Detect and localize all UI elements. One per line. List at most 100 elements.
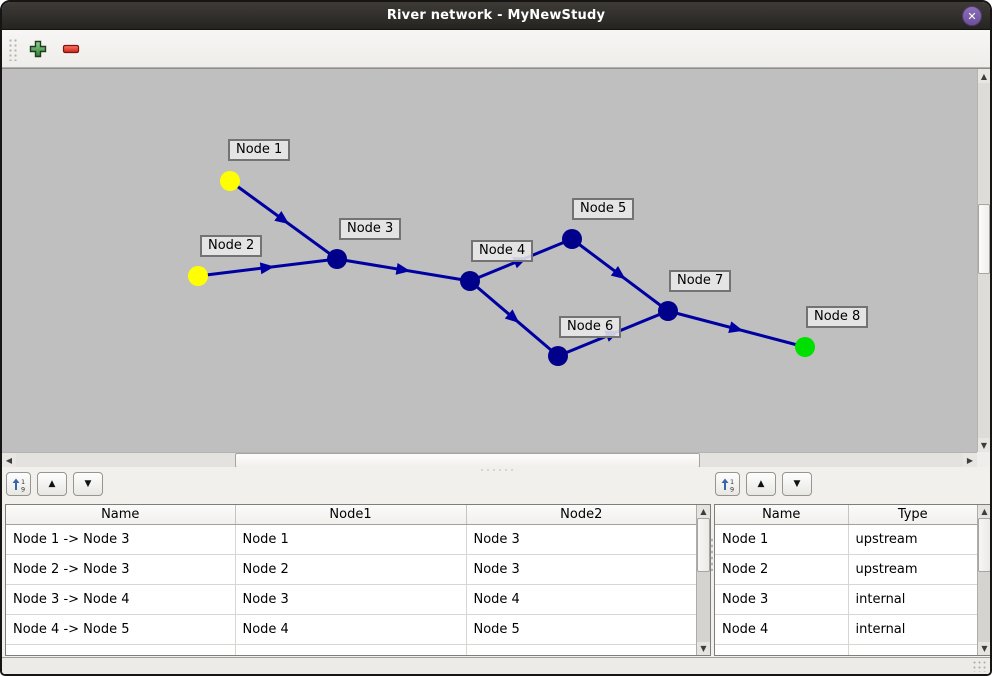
nodes-move-down-button[interactable]: ▼ [782, 472, 812, 496]
graph-node-node-4[interactable] [460, 271, 480, 291]
add-node-button[interactable] [25, 36, 51, 62]
svg-text:9: 9 [21, 485, 25, 492]
canvas-vertical-scrollbar[interactable]: ▲ ▼ [977, 69, 990, 452]
vertical-scroll-thumb[interactable] [978, 204, 990, 274]
node-cell[interactable]: Node 3 [715, 584, 849, 615]
scroll-up-icon[interactable]: ▲ [978, 505, 990, 518]
scroll-down-icon[interactable]: ▼ [978, 438, 990, 452]
node-cell[interactable]: internal [848, 614, 977, 645]
graph-canvas[interactable]: Node 1 Node 2 Node 3 Node 4 Node 5 Node 6 Node… [2, 69, 977, 452]
graph-node-node-6[interactable] [548, 346, 568, 366]
horizontal-splitter-grip[interactable] [479, 468, 517, 472]
scroll-up-icon[interactable]: ▲ [978, 69, 990, 83]
nodes-move-up-button[interactable]: ▲ [746, 472, 776, 496]
branches-move-up-button[interactable]: ▲ [37, 472, 67, 496]
node-row-empty[interactable] [715, 644, 977, 655]
node-label-node-7[interactable]: Node 7 [669, 270, 732, 292]
branch-cell[interactable]: Node 4 [235, 614, 467, 645]
flow-arrow-icon [504, 309, 520, 324]
branch-cell[interactable]: Node 2 [235, 554, 467, 585]
branch-cell[interactable]: Node 1 [235, 524, 467, 555]
titlebar[interactable]: River network - MyNewStudy ✕ [2, 2, 990, 30]
scroll-up-icon[interactable]: ▲ [697, 505, 710, 518]
nodes-scrollbar[interactable]: ▲ ▼ [977, 505, 990, 655]
vertical-splitter-grip[interactable] [710, 537, 714, 571]
resize-grip-icon[interactable] [972, 660, 987, 672]
node-cell[interactable]: Node 4 [715, 614, 849, 645]
scroll-down-icon[interactable]: ▼ [697, 642, 710, 655]
scroll-right-icon[interactable]: ▶ [963, 453, 977, 468]
branch-cell[interactable]: Node 3 -> Node 4 [6, 584, 236, 615]
node-label-node-2[interactable]: Node 2 [200, 235, 263, 257]
node-cell[interactable]: internal [848, 584, 977, 615]
node-label-node-6[interactable]: Node 6 [559, 316, 622, 338]
branch-column-header[interactable]: Node2 [466, 505, 696, 525]
node-label-node-1[interactable]: Node 1 [228, 139, 291, 161]
minus-icon [62, 44, 80, 53]
branch-cell[interactable]: Node 1 -> Node 3 [6, 524, 236, 555]
node-label-node-5[interactable]: Node 5 [572, 198, 635, 220]
graph-node-node-3[interactable] [327, 249, 347, 269]
branch-column-header[interactable]: Name [6, 505, 236, 525]
node-label-node-8[interactable]: Node 8 [806, 306, 869, 328]
branch-column-header[interactable]: Node1 [235, 505, 467, 525]
main-toolbar [2, 30, 990, 68]
node-cell[interactable]: upstream [848, 554, 977, 585]
sort-ascending-icon: 1 9 [721, 477, 734, 492]
flow-arrow-icon [610, 266, 626, 280]
node-cell[interactable]: Node 2 [715, 554, 849, 585]
graph-node-node-8[interactable] [795, 337, 815, 357]
horizontal-scroll-thumb[interactable] [235, 453, 700, 468]
branches-scrollbar[interactable]: ▲ ▼ [696, 505, 710, 655]
graph-node-node-7[interactable] [658, 301, 678, 321]
branch-cell[interactable]: Node 4 [466, 584, 696, 615]
node-cell[interactable] [848, 644, 977, 655]
river-network-graph [188, 171, 815, 366]
branch-cell[interactable] [235, 644, 467, 655]
node-label-node-4[interactable]: Node 4 [471, 240, 534, 262]
nodes-sort-button[interactable]: 1 9 [715, 472, 740, 496]
node-cell[interactable]: upstream [848, 524, 977, 555]
node-column-header[interactable]: Name [715, 505, 849, 525]
nodes-scroll-thumb[interactable] [978, 518, 990, 572]
scroll-down-icon[interactable]: ▼ [978, 642, 990, 655]
remove-node-button[interactable] [58, 36, 84, 62]
branch-cell[interactable]: Node 5 [466, 614, 696, 645]
branches-sort-button[interactable]: 1 9 [6, 472, 31, 496]
toolbar-drag-handle[interactable] [7, 36, 17, 61]
branch-cell[interactable]: Node 2 -> Node 3 [6, 554, 236, 585]
graph-node-node-1[interactable] [220, 171, 240, 191]
scroll-left-icon[interactable]: ◀ [2, 453, 16, 468]
branches-scroll-thumb[interactable] [697, 518, 710, 572]
node-cell[interactable]: Node 1 [715, 524, 849, 555]
branch-cell[interactable] [6, 644, 236, 655]
branches-move-down-button[interactable]: ▼ [73, 472, 103, 496]
plus-icon [29, 40, 47, 57]
canvas-horizontal-scrollbar[interactable]: ◀ ▶ [2, 452, 977, 468]
branch-cell[interactable]: Node 3 [466, 524, 696, 555]
close-button[interactable]: ✕ [962, 6, 982, 26]
node-cell[interactable] [715, 644, 849, 655]
branch-cell[interactable]: Node 4 -> Node 5 [6, 614, 236, 645]
branch-row-empty[interactable] [6, 644, 696, 655]
node-column-header[interactable]: Type [848, 505, 977, 525]
graph-node-node-2[interactable] [188, 266, 208, 286]
svg-text:1: 1 [730, 477, 734, 485]
graph-node-node-5[interactable] [562, 229, 582, 249]
node-label-node-3[interactable]: Node 3 [339, 218, 402, 240]
branch-cell[interactable]: Node 3 [466, 554, 696, 585]
branch-cell[interactable] [466, 644, 696, 655]
branch-cell[interactable]: Node 3 [235, 584, 467, 615]
